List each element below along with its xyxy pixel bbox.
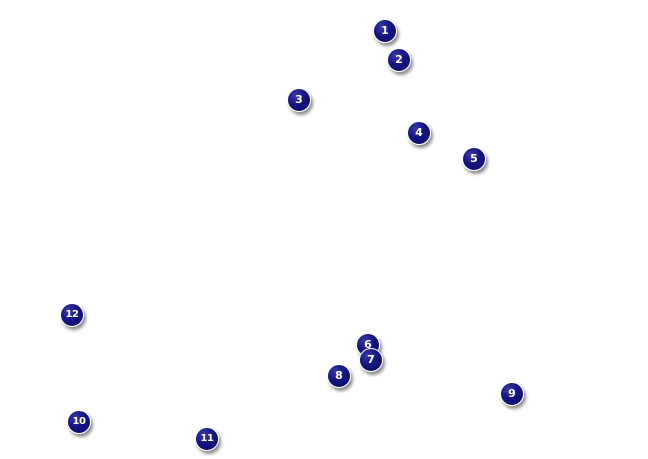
- map-marker-12[interactable]: 12: [60, 303, 84, 327]
- map-marker-11[interactable]: 11: [195, 427, 219, 451]
- map-marker-3[interactable]: 3: [287, 88, 311, 112]
- map-marker-10[interactable]: 10: [67, 410, 91, 434]
- map-marker-5[interactable]: 5: [462, 147, 486, 171]
- map-marker-7[interactable]: 7: [359, 348, 383, 372]
- map-marker-9[interactable]: 9: [500, 382, 524, 406]
- map-marker-4[interactable]: 4: [407, 121, 431, 145]
- map-marker-2[interactable]: 2: [387, 48, 411, 72]
- map-marker-1[interactable]: 1: [373, 19, 397, 43]
- map-marker-8[interactable]: 8: [327, 364, 351, 388]
